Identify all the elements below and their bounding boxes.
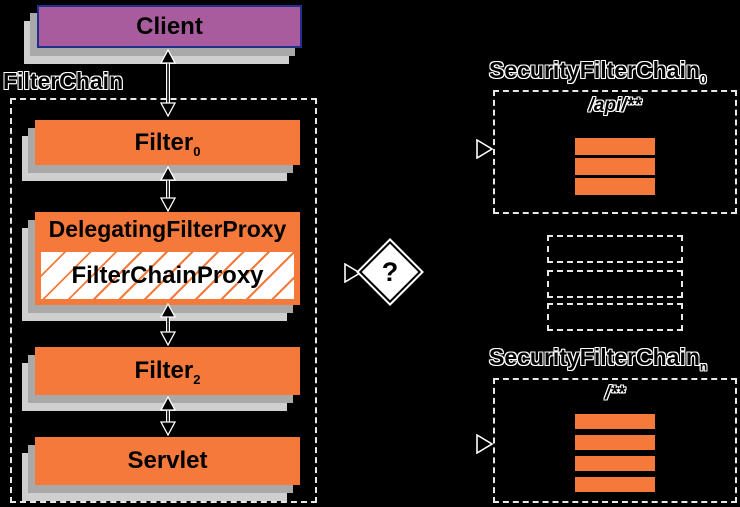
- client-box-face: Client: [37, 5, 302, 48]
- filter-bar: [575, 158, 655, 175]
- filter-bar: [575, 178, 655, 195]
- filter-bar: [575, 477, 655, 492]
- filterchainproxy-box: FilterChainProxy: [38, 249, 297, 302]
- decision-question-mark: ?: [381, 256, 399, 287]
- filterchain-label: FilterChain: [3, 68, 124, 94]
- filter2-label: Filter2: [134, 357, 201, 387]
- filter0-box-face: Filter0: [35, 120, 300, 165]
- arrow-delegating-filter2-icon: [159, 303, 177, 346]
- servlet-box-face: Servlet: [35, 437, 300, 485]
- filter-bar: [575, 456, 655, 471]
- securityfilterchainN-label: SecurityFilterChainn: [489, 344, 708, 374]
- delegatingfilterproxy-box: DelegatingFilterProxy FilterChainProxy: [22, 212, 300, 321]
- chain0-filter-bars: [575, 138, 655, 195]
- collapsed-chain-box: [547, 235, 683, 263]
- collapsed-chain-box: [547, 303, 683, 331]
- arrow-filter2-servlet-icon: [159, 396, 177, 436]
- client-label: Client: [136, 12, 203, 40]
- arrow-filter0-delegating-icon: [159, 166, 177, 212]
- arrow-client-filter0-icon: [159, 49, 177, 117]
- delegatingfilterproxy-box-face: DelegatingFilterProxy FilterChainProxy: [35, 212, 300, 305]
- securityfilterchain0-dashed-box: [493, 90, 737, 214]
- filterchain-dashed-box: [10, 98, 317, 503]
- filter2-box-face: Filter2: [35, 347, 300, 395]
- collapsed-chain-box: [547, 270, 683, 298]
- servlet-label: Servlet: [127, 447, 208, 474]
- filterchainproxy-label: FilterChainProxy: [71, 261, 264, 289]
- arrow-to-chainN-icon: [476, 434, 494, 454]
- servlet-box: Servlet: [22, 437, 300, 501]
- filter2-box: Filter2: [22, 347, 300, 411]
- filter0-label: Filter0: [134, 128, 201, 159]
- chain0-url-pattern: /api/**: [588, 95, 642, 116]
- securityfilterchain0-label: SecurityFilterChain0: [489, 57, 707, 87]
- delegatingfilterproxy-label: DelegatingFilterProxy: [48, 216, 287, 242]
- filter0-box: Filter0: [22, 120, 300, 181]
- securityfilterchainN-dashed-box: [493, 378, 737, 503]
- chainN-url-pattern: /**: [604, 383, 626, 404]
- arrow-to-chain0-icon: [476, 139, 494, 159]
- filter-bar: [575, 435, 655, 450]
- chainN-filter-bars: [575, 414, 655, 492]
- arrow-to-decision-icon: [344, 263, 362, 283]
- filter-bar: [575, 138, 655, 155]
- client-box: Client: [24, 5, 302, 64]
- filter-bar: [575, 414, 655, 429]
